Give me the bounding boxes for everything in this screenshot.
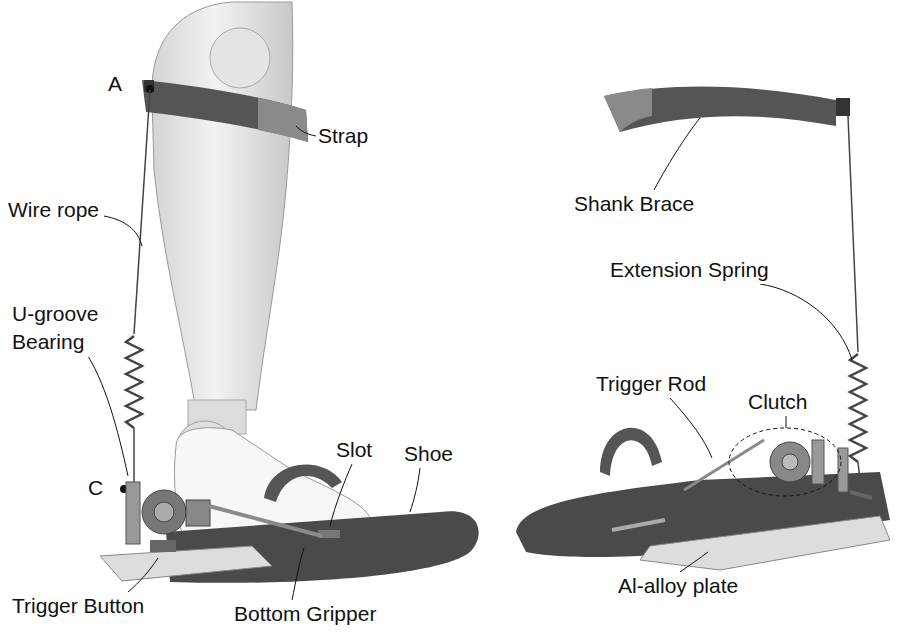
sole-plate — [612, 520, 665, 530]
part-label: Trigger Rod — [594, 370, 708, 398]
mechanism — [150, 540, 176, 552]
mechanism — [133, 428, 135, 484]
part-label: Extension Spring — [608, 256, 771, 284]
sole-plate — [600, 428, 662, 476]
leg — [210, 28, 270, 88]
mechanism — [205, 505, 322, 536]
strap — [258, 98, 308, 142]
part-label: Trigger Button — [10, 592, 146, 620]
part-label: Slot — [334, 436, 374, 464]
part-label: Al-alloy plate — [616, 572, 740, 600]
extension-spring — [848, 116, 858, 352]
al-plate — [100, 546, 272, 581]
clutch — [782, 454, 798, 470]
clutch — [684, 428, 872, 498]
mechanism — [142, 490, 186, 534]
clutch — [850, 492, 872, 498]
part-label: Wire rope — [6, 196, 101, 224]
strap — [144, 80, 154, 92]
mechanism — [134, 90, 150, 334]
point-label: C — [86, 474, 105, 502]
point-label: A — [106, 70, 124, 98]
shank-brace — [836, 98, 850, 116]
sole-plate — [640, 516, 890, 570]
leader-lines — [128, 558, 158, 592]
mechanism — [120, 90, 322, 552]
leader-lines — [330, 464, 352, 526]
strap — [142, 80, 308, 142]
clutch — [770, 442, 810, 482]
shank-brace — [604, 86, 850, 132]
shank-brace — [604, 88, 652, 132]
mechanism — [126, 482, 140, 544]
leg — [152, 2, 293, 471]
shank-brace — [604, 86, 836, 132]
part-label: Shank Brace — [572, 190, 696, 218]
strap — [142, 80, 308, 142]
leader-lines — [654, 118, 700, 190]
mechanism — [126, 336, 142, 428]
leader-lines — [410, 468, 420, 512]
leader-lines — [296, 126, 316, 136]
leader-lines — [760, 284, 852, 360]
shoe — [264, 465, 342, 502]
leader-lines — [84, 350, 128, 476]
leader-lines — [292, 548, 304, 600]
part-label: U-groove Bearing — [10, 300, 114, 357]
leader-lines — [670, 398, 712, 458]
part-label: Shoe — [402, 440, 455, 468]
leader-lines — [84, 118, 852, 600]
leg — [152, 2, 293, 410]
part-label: Strap — [316, 122, 370, 150]
sole-plate — [516, 428, 890, 570]
extension-spring — [848, 116, 866, 500]
extension-spring — [850, 354, 866, 462]
leader-lines — [104, 216, 142, 246]
al-plate — [100, 546, 272, 581]
clutch — [812, 440, 824, 484]
mechanism — [154, 502, 174, 522]
leader-lines — [680, 552, 708, 572]
clutch — [684, 440, 764, 490]
part-label: Clutch — [746, 388, 810, 416]
clutch — [729, 428, 841, 496]
part-label: Bottom Gripper — [232, 600, 378, 628]
